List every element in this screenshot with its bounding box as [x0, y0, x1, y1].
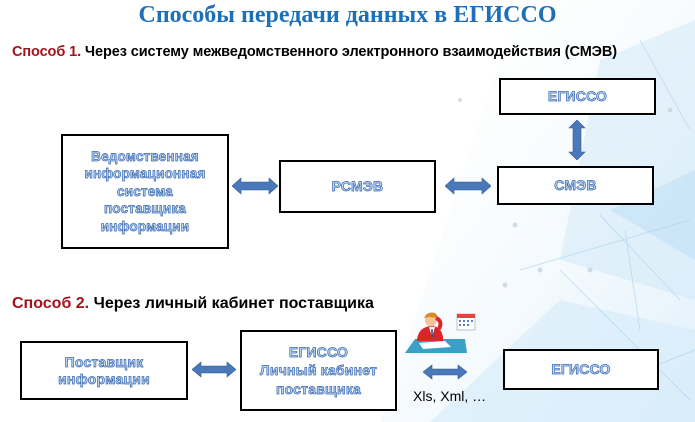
personal-cabinet-box: ЕГИССО Личный кабинет поставщика [240, 330, 397, 411]
vis-line: Ведомственная [91, 148, 199, 164]
egisso-label: ЕГИССО [547, 88, 608, 105]
smev-label: СМЭВ [554, 177, 597, 194]
vis-line: информационная [84, 166, 206, 182]
double-arrow-horizontal-icon [423, 364, 467, 380]
vis-line: информации [100, 218, 190, 234]
cabinet-line: Личный кабинет [259, 362, 378, 379]
cabinet-line: ЕГИССО [288, 344, 349, 361]
rsmev-box: РСМЭВ [279, 160, 436, 213]
double-arrow-horizontal-icon [192, 361, 236, 378]
egisso-label: ЕГИССО [551, 361, 611, 378]
vis-line: система [117, 183, 173, 199]
method-1-text: Через систему межведомственного электрон… [81, 44, 618, 60]
method-1-heading: Способ 1. Через систему межведомственног… [12, 44, 617, 60]
supplier-box: Поставщик информации [20, 341, 188, 400]
double-arrow-vertical-icon [568, 120, 586, 160]
supplier-line: информации [58, 370, 150, 387]
supplier-line: Поставщик [64, 353, 144, 370]
page-title: Способы передачи данных в ЕГИССО [138, 2, 557, 28]
egisso-box-bottom: ЕГИССО [503, 349, 659, 390]
double-arrow-horizontal-icon [232, 177, 278, 195]
cabinet-line: поставщика [275, 380, 362, 397]
person-at-desk-icon [405, 312, 476, 353]
method-2-label: Способ 2. [12, 295, 90, 312]
smev-box: СМЭВ [497, 166, 654, 205]
vis-line: поставщика [103, 201, 187, 217]
method-2-heading: Способ 2. Через личный кабинет поставщик… [12, 295, 374, 313]
egisso-box-top: ЕГИССО [499, 78, 656, 115]
vis-box: Ведомственная информационная система пос… [61, 134, 229, 249]
double-arrow-horizontal-icon [445, 177, 491, 195]
rsmev-label: РСМЭВ [331, 178, 384, 195]
method-2-text: Через личный кабинет поставщика [89, 295, 374, 312]
method-1-label: Способ 1. [12, 44, 81, 60]
file-formats-label: Xls, Xml, … [413, 388, 487, 404]
